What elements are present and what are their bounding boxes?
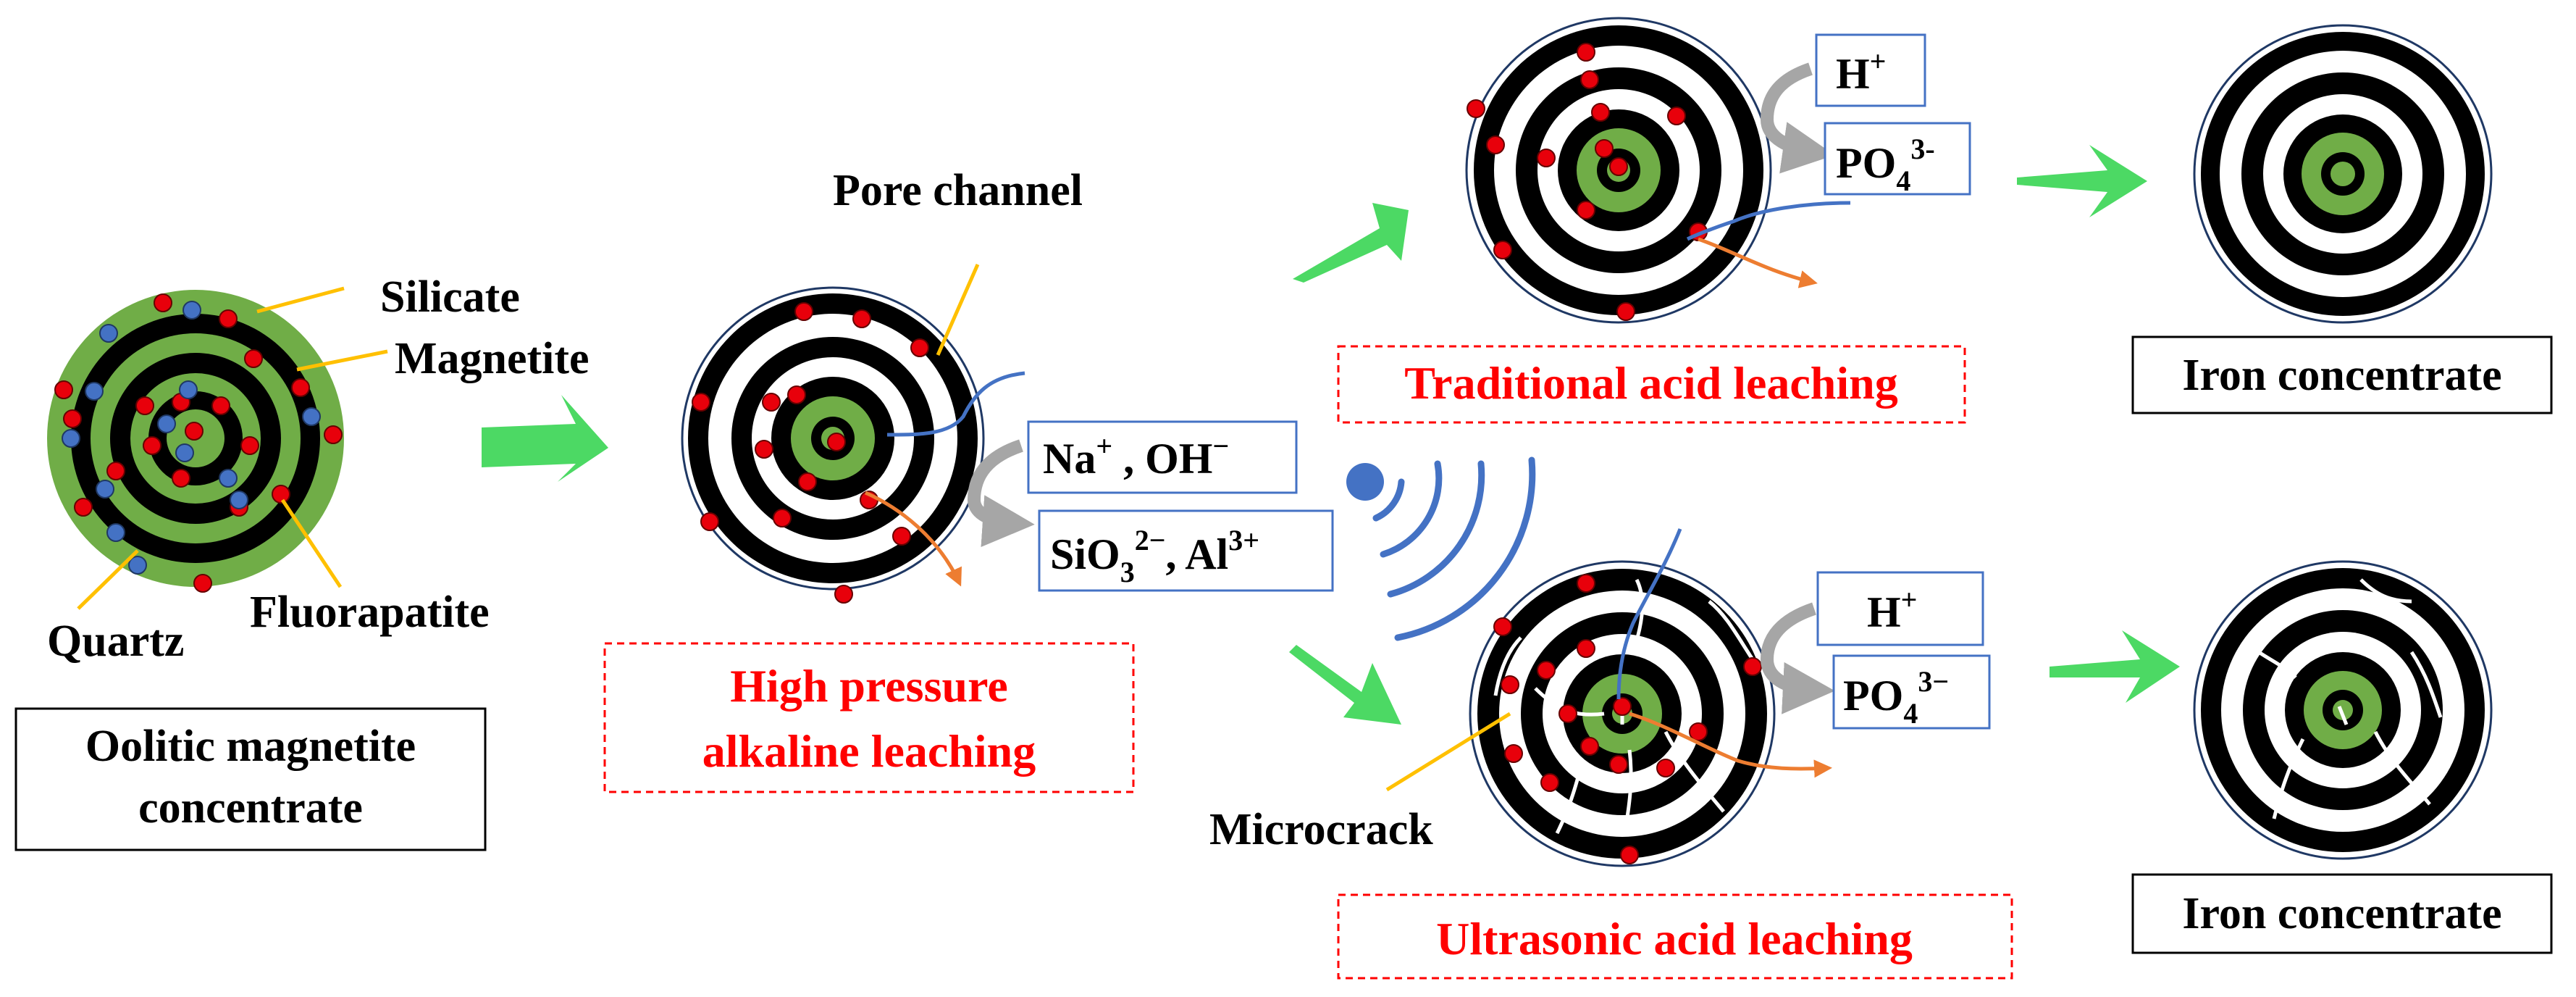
traditional-particle bbox=[1465, 17, 1772, 324]
microcrack-leader bbox=[1385, 712, 1511, 792]
ultrasonic-leach-path bbox=[1629, 712, 1832, 778]
po4-top-box: PO43- bbox=[1824, 122, 1971, 197]
sio3-al-box: SiO32−, Al3+ bbox=[1038, 509, 1334, 592]
traditional-leaching-box: Traditional acid leaching bbox=[1337, 345, 1966, 424]
oolitic-leader-lines bbox=[77, 286, 388, 610]
na-oh-label: Na+ , OH− bbox=[1043, 430, 1229, 483]
pore-channel-label: Pore channel bbox=[833, 166, 1083, 215]
ultrasonic-leaching-box: Ultrasonic acid leaching bbox=[1337, 893, 2013, 980]
traditional-box-label: Traditional acid leaching bbox=[1404, 357, 1898, 409]
oolitic-box: Oolitic magnetite concentrate bbox=[14, 707, 487, 851]
fluorapatite-dots bbox=[54, 293, 343, 593]
alkaline-particle bbox=[681, 286, 985, 604]
silicate-label: Silicate bbox=[380, 272, 520, 322]
ultrasonic-ion-exchange-arrow bbox=[1760, 602, 1835, 714]
pore-channel-path bbox=[886, 371, 1025, 437]
ultrasound-source-icon bbox=[1346, 463, 1384, 501]
po4-bottom-box: PO43− bbox=[1832, 654, 1991, 730]
alkaline-leaching-box: High pressure alkaline leaching bbox=[603, 642, 1135, 793]
oolitic-particle bbox=[47, 290, 344, 593]
ultrasonic-particle bbox=[1469, 560, 1776, 867]
sio3-al-label: SiO32−, Al3+ bbox=[1050, 524, 1259, 588]
ultrasound-waves bbox=[1346, 456, 1536, 641]
arrow-to-traditional bbox=[1293, 203, 1409, 283]
quartz-dots bbox=[62, 301, 321, 575]
alkaline-box-line1: High pressure bbox=[730, 660, 1007, 712]
ultrasonic-acid-path bbox=[1616, 528, 1682, 700]
traditional-acid-path bbox=[1686, 201, 1851, 241]
alkaline-box-line2: alkaline leaching bbox=[702, 725, 1036, 777]
iron-concentrate-bottom-particle bbox=[2193, 560, 2495, 860]
microcracks bbox=[1493, 578, 1755, 835]
po4-top-label: PO43- bbox=[1836, 133, 1935, 197]
traditional-ion-exchange-arrow bbox=[1760, 62, 1835, 174]
pore-channel-leader bbox=[936, 263, 980, 356]
h-top-label: H+ bbox=[1836, 45, 1886, 98]
arrow-to-iron-top bbox=[2017, 145, 2147, 217]
iron-concentrate-bottom-label: Iron concentrate bbox=[2182, 889, 2501, 938]
quartz-label: Quartz bbox=[47, 617, 184, 666]
iron-concentrate-bottom-box: Iron concentrate bbox=[2131, 873, 2553, 954]
microcrack-label: Microcrack bbox=[1209, 805, 1433, 854]
po4-bottom-label: PO43− bbox=[1843, 665, 1949, 730]
h-bottom-box: H+ bbox=[1816, 571, 1984, 646]
alkaline-ion-exchange-arrow bbox=[967, 439, 1035, 548]
h-top-box: H+ bbox=[1815, 33, 1926, 107]
oolitic-box-line1: Oolitic magnetite bbox=[85, 722, 416, 771]
iron-concentrate-top-box: Iron concentrate bbox=[2131, 335, 2553, 414]
na-oh-box: Na+ , OH− bbox=[1027, 420, 1298, 494]
traditional-leach-path bbox=[1698, 237, 1818, 288]
arrow-to-alkaline bbox=[482, 395, 608, 482]
arrow-to-iron-bottom bbox=[2050, 630, 2180, 703]
process-arrows bbox=[482, 145, 2180, 725]
alkaline-leach-path bbox=[864, 491, 962, 587]
iron-concentrate-top-particle bbox=[2193, 24, 2493, 324]
oolitic-box-line2: concentrate bbox=[138, 783, 363, 833]
iron-concentrate-top-label: Iron concentrate bbox=[2182, 351, 2501, 400]
arrow-to-ultrasonic bbox=[1289, 645, 1401, 725]
ultrasonic-box-label: Ultrasonic acid leaching bbox=[1436, 913, 1913, 964]
h-bottom-label: H+ bbox=[1867, 583, 1917, 636]
magnetite-label: Magnetite bbox=[395, 334, 590, 383]
fluorapatite-label: Fluorapatite bbox=[250, 588, 490, 637]
